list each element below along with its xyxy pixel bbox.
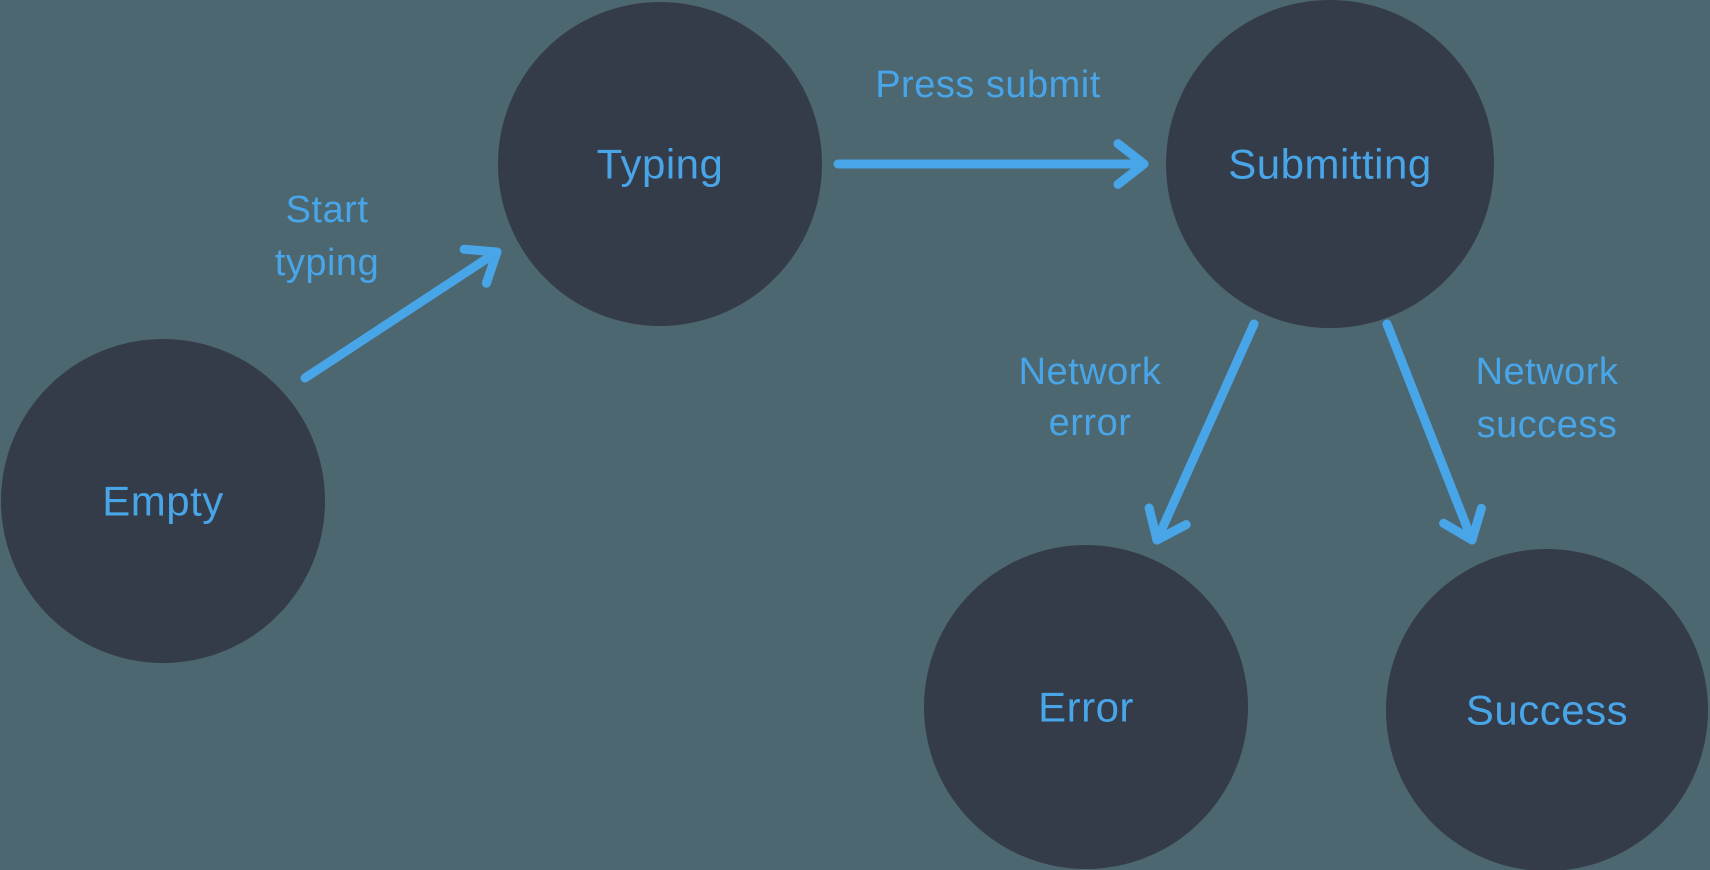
transition-label-line: success <box>1477 404 1618 446</box>
state-circle-empty[interactable] <box>1 339 325 663</box>
transition-label-line: Start <box>286 189 369 231</box>
state-circle-typing[interactable] <box>498 2 822 326</box>
state-circle-submitting[interactable] <box>1166 0 1494 328</box>
transition-label-line: Press submit <box>875 64 1101 106</box>
transition-label-network-success: Network success <box>1476 351 1619 446</box>
state-label-error: Error <box>1038 684 1134 731</box>
transition-arrowhead-network-success <box>1439 503 1486 545</box>
state-node-success[interactable]: Success <box>1386 549 1708 870</box>
state-label-typing: Typing <box>597 141 724 188</box>
state-node-error[interactable]: Error <box>924 545 1248 869</box>
transition-arrow-start-typing <box>300 247 502 383</box>
state-node-submitting[interactable]: Submitting <box>1166 0 1494 328</box>
state-node-typing[interactable]: Typing <box>498 2 822 326</box>
transition-arrowhead-press-submit <box>1113 139 1149 189</box>
transition-label-line: error <box>1049 402 1132 444</box>
state-circle-success[interactable] <box>1386 549 1708 870</box>
transition-start-typing: Start typing <box>275 189 502 383</box>
transition-arrow-network-error <box>1152 319 1259 545</box>
transition-arrowhead-start-typing <box>459 244 502 288</box>
state-node-empty[interactable]: Empty <box>1 339 325 663</box>
transition-network-success: Network success <box>1382 319 1619 545</box>
transition-label-start-typing: Start typing <box>275 189 379 284</box>
state-label-submitting: Submitting <box>1228 141 1431 188</box>
state-circle-error[interactable] <box>924 545 1248 869</box>
transition-label-line: typing <box>275 242 379 284</box>
transition-arrowhead-network-error <box>1144 503 1191 545</box>
transition-label-network-error: Network error <box>1019 351 1162 444</box>
transition-label-line: Network <box>1476 351 1619 393</box>
transition-press-submit: Press submit <box>833 64 1149 189</box>
transition-label-line: Network <box>1019 351 1162 393</box>
transition-label-press-submit: Press submit <box>875 64 1101 106</box>
state-label-empty: Empty <box>102 478 224 525</box>
state-label-success: Success <box>1466 687 1628 734</box>
transition-network-error: Network error <box>1019 319 1259 545</box>
transition-arrow-network-success <box>1382 319 1477 545</box>
